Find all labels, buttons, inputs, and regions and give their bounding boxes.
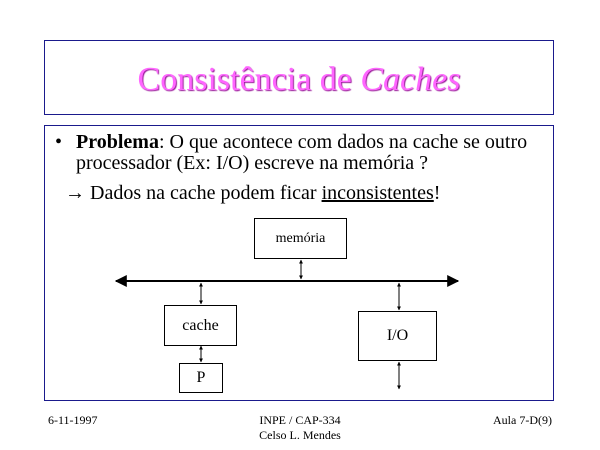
- footer-course-line1: INPE / CAP-334: [259, 413, 341, 427]
- io-box: I/O: [358, 311, 437, 361]
- bullet-text: Problema: O que acontece com dados na ca…: [76, 132, 556, 174]
- title-italic: Caches: [360, 61, 461, 98]
- bullet-marker: •: [55, 131, 63, 153]
- slide-title: Consistência de Caches: [45, 60, 553, 100]
- arrow-post: !: [433, 182, 441, 204]
- bullet-bold: Problema: [76, 131, 159, 153]
- title-plain: Consistência de: [137, 61, 361, 98]
- content-box: • Problema: O que acontece com dados na …: [44, 125, 554, 401]
- cache-label: cache: [182, 317, 219, 334]
- processor-box: P: [179, 363, 223, 393]
- arrow-pre: Dados na cache podem ficar: [85, 182, 322, 204]
- consequence-line: → Dados na cache podem ficar inconsisten…: [65, 182, 440, 204]
- memory-label: memória: [275, 231, 326, 246]
- bullet-rest: : O que acontece com dados na cache se o…: [76, 131, 528, 174]
- io-label: I/O: [386, 327, 409, 344]
- cache-box: cache: [164, 305, 237, 346]
- footer-course-line2: Celso L. Mendes: [259, 428, 341, 442]
- arrow-underlined: inconsistentes: [321, 182, 434, 204]
- title-box: Consistência de Caches: [44, 40, 554, 115]
- processor-label: P: [196, 369, 206, 386]
- footer-date: 6-11-1997: [48, 413, 98, 427]
- footer-course: INPE / CAP-334 Celso L. Mendes: [230, 413, 370, 443]
- footer-lecture: Aula 7-D(9): [493, 413, 552, 427]
- memory-box: memória: [254, 218, 347, 259]
- arrow-glyph: →: [65, 182, 85, 204]
